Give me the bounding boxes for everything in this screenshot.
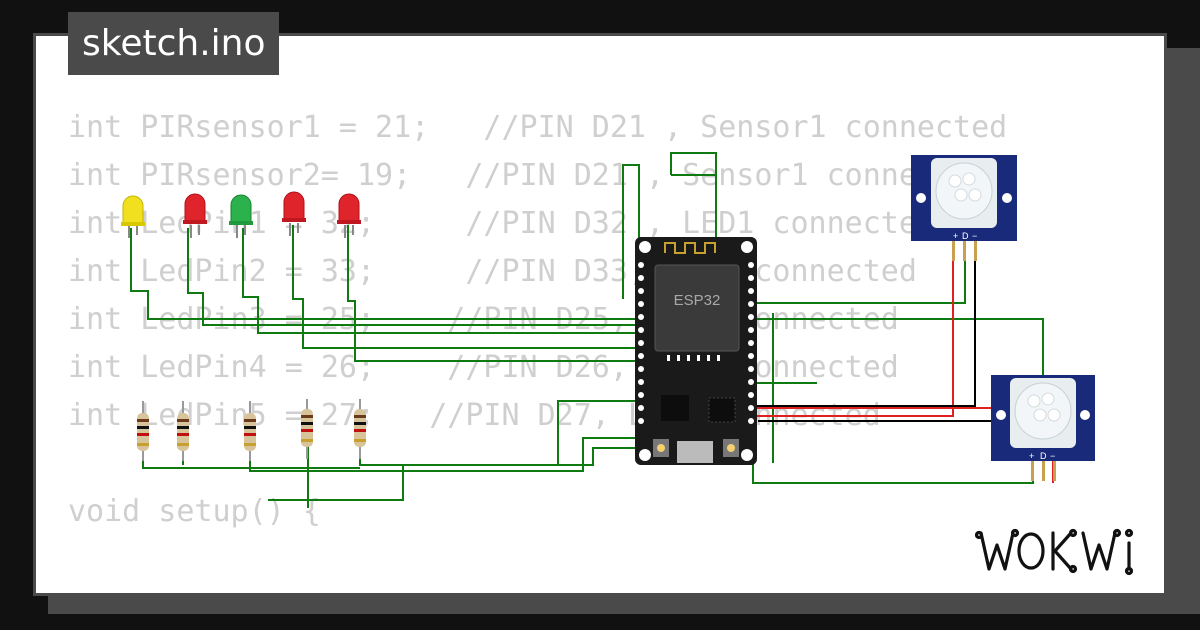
resistor-icon: [244, 401, 256, 461]
circuit-diagram: ESP32: [121, 152, 1095, 508]
pin-label-data: D: [962, 231, 969, 241]
resistor-icon: [301, 399, 313, 459]
pir-sensor-icon: + D −: [991, 375, 1095, 481]
resistor-icon: [137, 401, 149, 461]
wire-red: [753, 261, 954, 417]
filename-tab: sketch.ino: [68, 12, 280, 75]
wire-black: [753, 261, 976, 407]
wire: [292, 225, 640, 349]
led-icon: [121, 195, 145, 238]
esp32-board-icon: ESP32: [635, 237, 757, 465]
pin-label-vcc: +: [1029, 451, 1034, 461]
wire: [242, 228, 640, 334]
wire: [670, 152, 717, 176]
pin-label-gnd: −: [972, 231, 977, 241]
resistor-icon: [354, 399, 366, 459]
led-icon: [282, 191, 306, 236]
chip-label: ESP32: [674, 292, 721, 309]
led-icon: [337, 193, 361, 238]
wire: [622, 164, 640, 308]
green-wires: [130, 152, 1044, 508]
code-line: void setup() {: [68, 494, 321, 529]
preview-card: int PIRsensor1 = 21; //PIN D21 , Sensor1…: [33, 33, 1167, 596]
wire: [187, 228, 640, 326]
code-line: int PIRsensor1 = 21; //PIN D21 , Sensor1…: [68, 110, 1008, 145]
wire: [130, 228, 640, 320]
led-icon: [229, 194, 253, 238]
wire: [753, 261, 966, 304]
wire: [347, 225, 640, 362]
led-icon: [183, 193, 207, 238]
pin-label-gnd: −: [1050, 451, 1055, 461]
wire: [359, 443, 640, 466]
resistor-icon: [177, 401, 189, 461]
wire: [268, 400, 640, 501]
pin-label-data: D: [1040, 451, 1047, 461]
pir-sensor-icon: + D −: [911, 155, 1017, 261]
wokwi-logo-icon: [975, 528, 1134, 576]
pin-label-vcc: +: [953, 231, 958, 241]
